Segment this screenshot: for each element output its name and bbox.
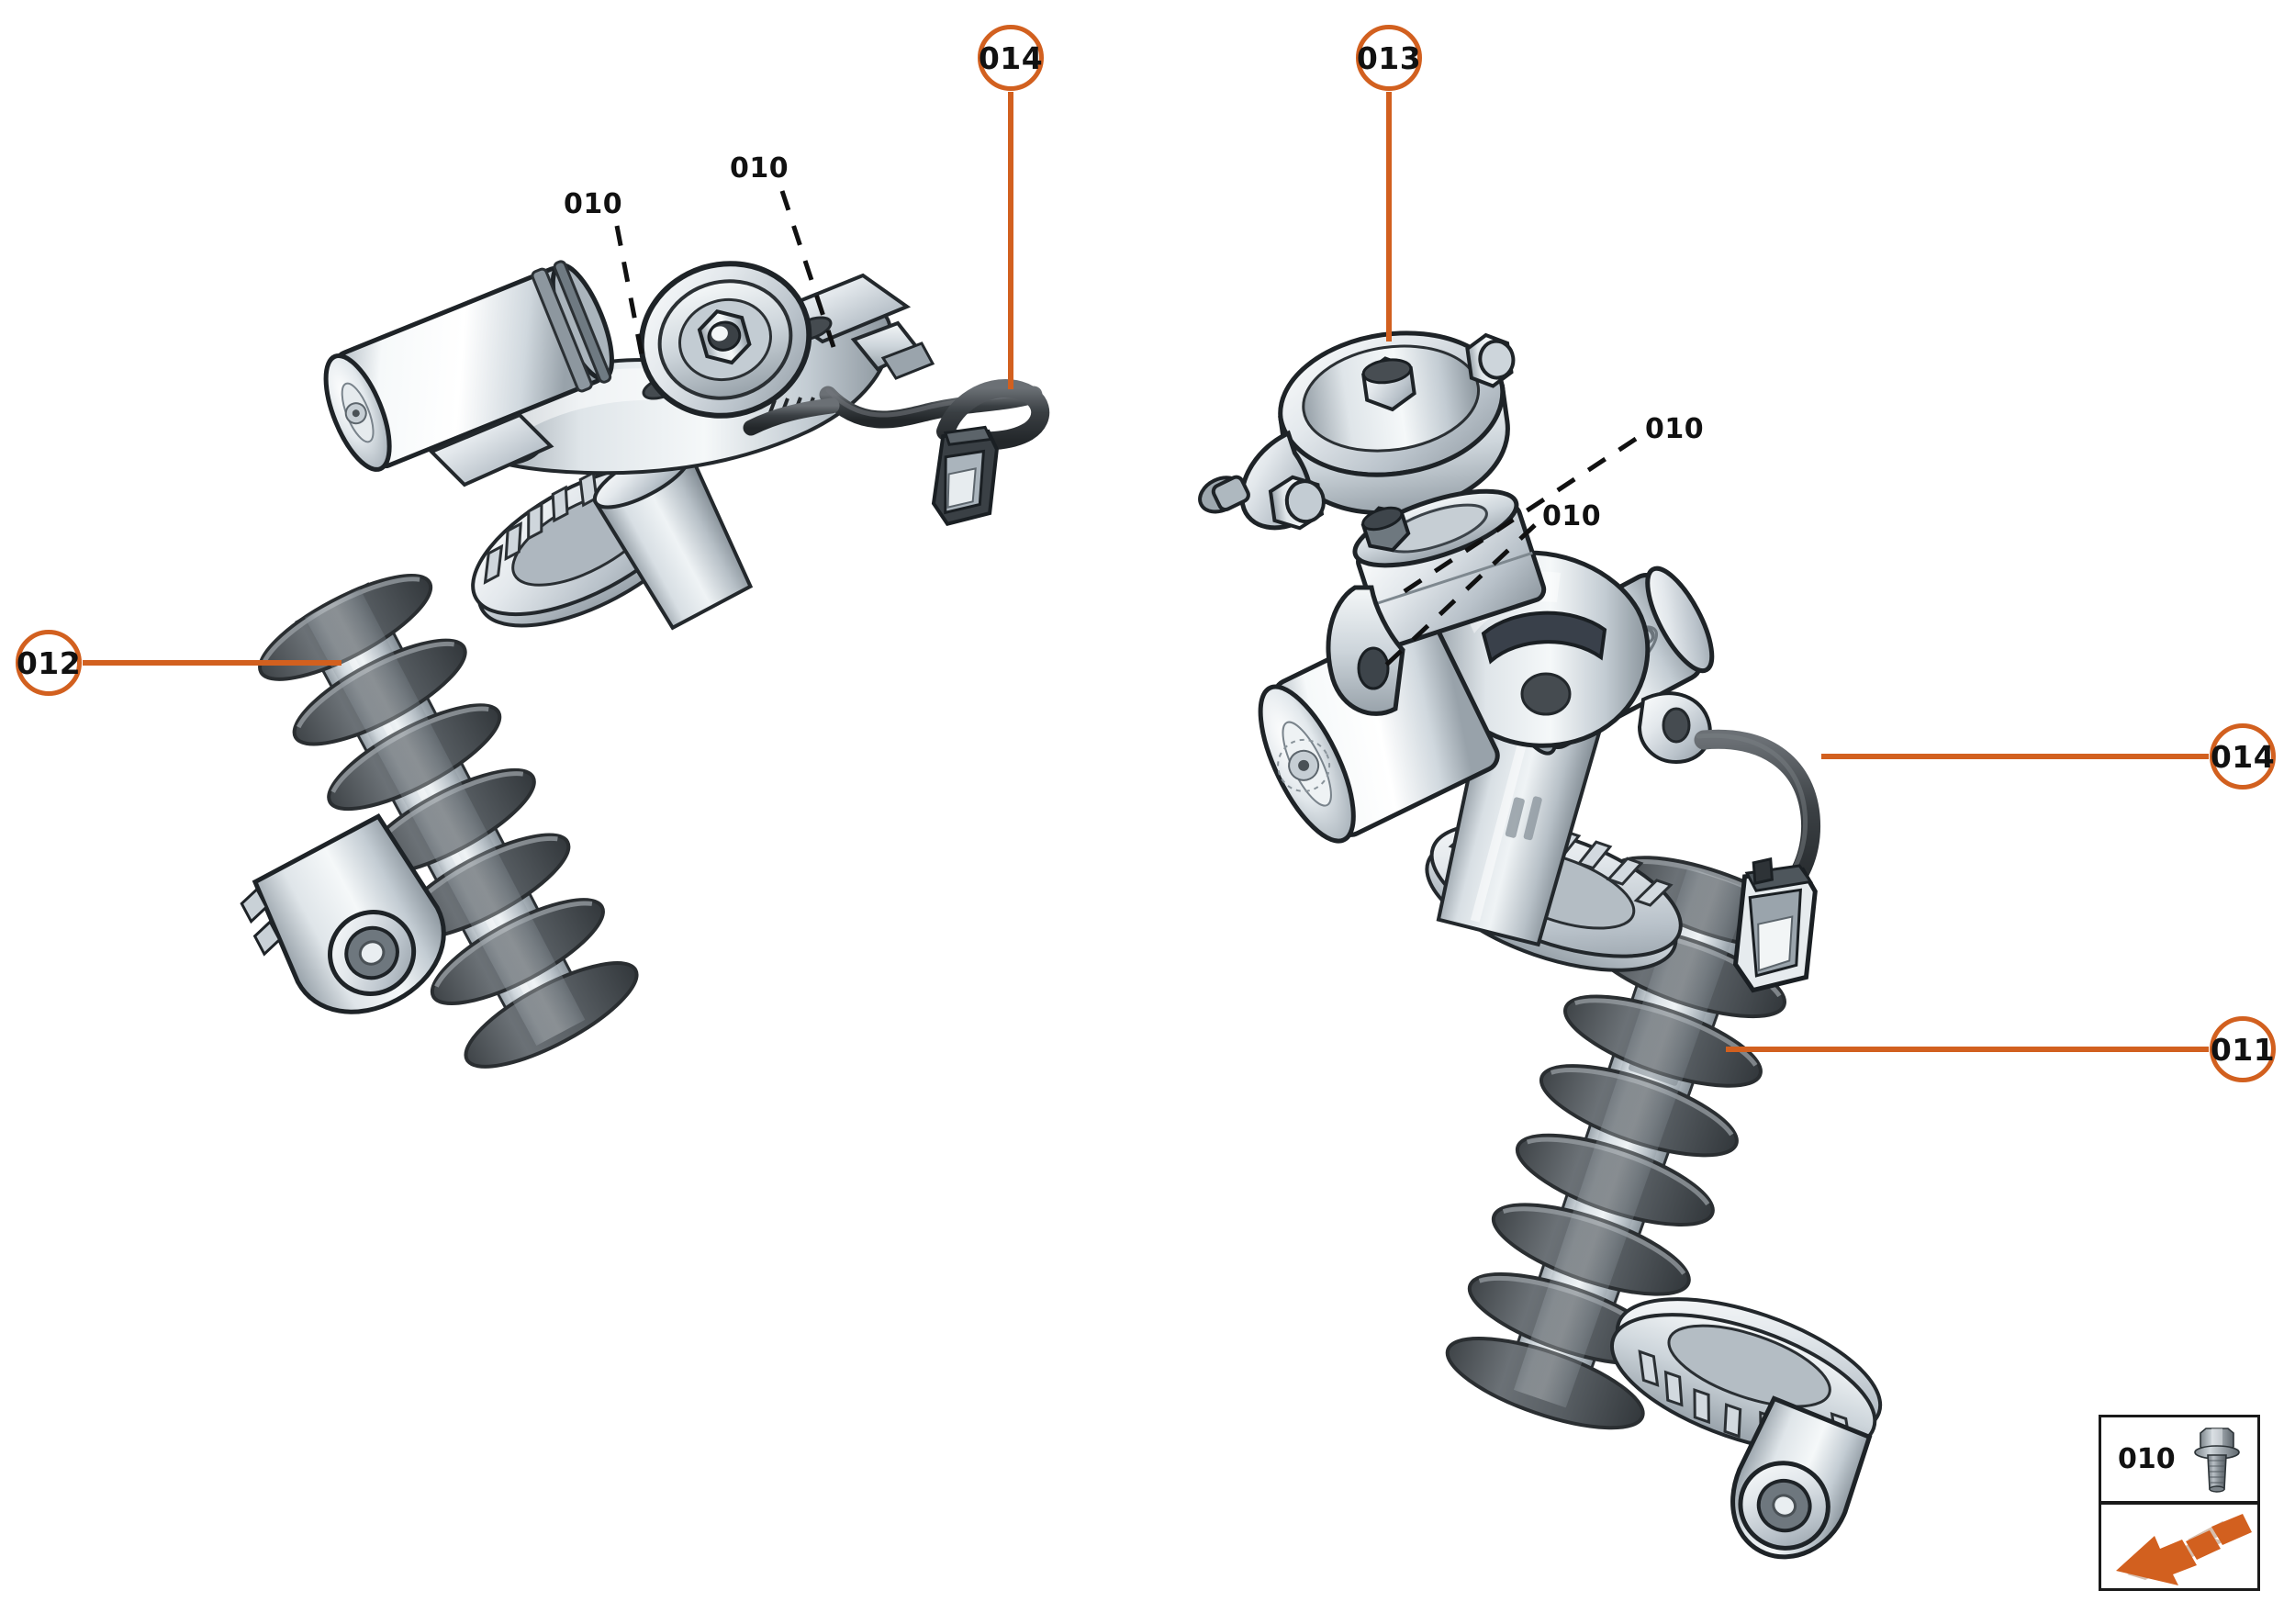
callout-leader-lines (83, 92, 2209, 1052)
callout-014-right[interactable]: 014 (2210, 723, 2276, 790)
right-upper-mount-cap (1352, 488, 1547, 649)
right-coilover-damper-assembly: TENNECO (1258, 488, 1883, 1560)
left-lower-eye-bushing (240, 813, 446, 1014)
left-coilover-damper-assembly (240, 260, 1050, 1069)
callout-label: 012 (16, 644, 82, 681)
right-lower-eye-bushing (1730, 1395, 1873, 1560)
left-actuator-canister (323, 260, 614, 472)
left-bushing-hex-nut (638, 261, 812, 419)
callout-012[interactable]: 012 (16, 630, 82, 696)
orange-arrow-icon (2116, 1514, 2252, 1585)
left-sensor-cable (743, 379, 1050, 527)
part-number-010-left-b: 010 (730, 152, 789, 185)
part-number-dashed-leaders (614, 190, 1638, 672)
part-number-010-right-b: 010 (1542, 500, 1602, 532)
legend-fastener-row: 010 (2099, 1415, 2260, 1503)
right-connector-body (1732, 857, 1818, 993)
legend-box: 010 (2099, 1415, 2260, 1591)
legend-fastener-code: 010 (2118, 1443, 2176, 1475)
part-number-010-left-a: 010 (564, 188, 623, 220)
callout-label: 014 (978, 39, 1044, 76)
right-sensor-cable (1694, 729, 1821, 993)
part-number-010-right-a: 010 (1645, 413, 1705, 445)
legend-direction-row (2099, 1503, 2260, 1591)
hex-flange-bolt-icon (2194, 1428, 2240, 1493)
callout-011[interactable]: 011 (2210, 1016, 2276, 1082)
callout-label: 014 (2210, 738, 2276, 775)
upper-strut-mount-bracket-013 (1198, 330, 1516, 531)
callout-014-left[interactable]: 014 (978, 25, 1044, 91)
callout-label: 011 (2210, 1031, 2276, 1068)
callout-013[interactable]: 013 (1356, 25, 1422, 91)
callout-label: 013 (1356, 39, 1422, 76)
